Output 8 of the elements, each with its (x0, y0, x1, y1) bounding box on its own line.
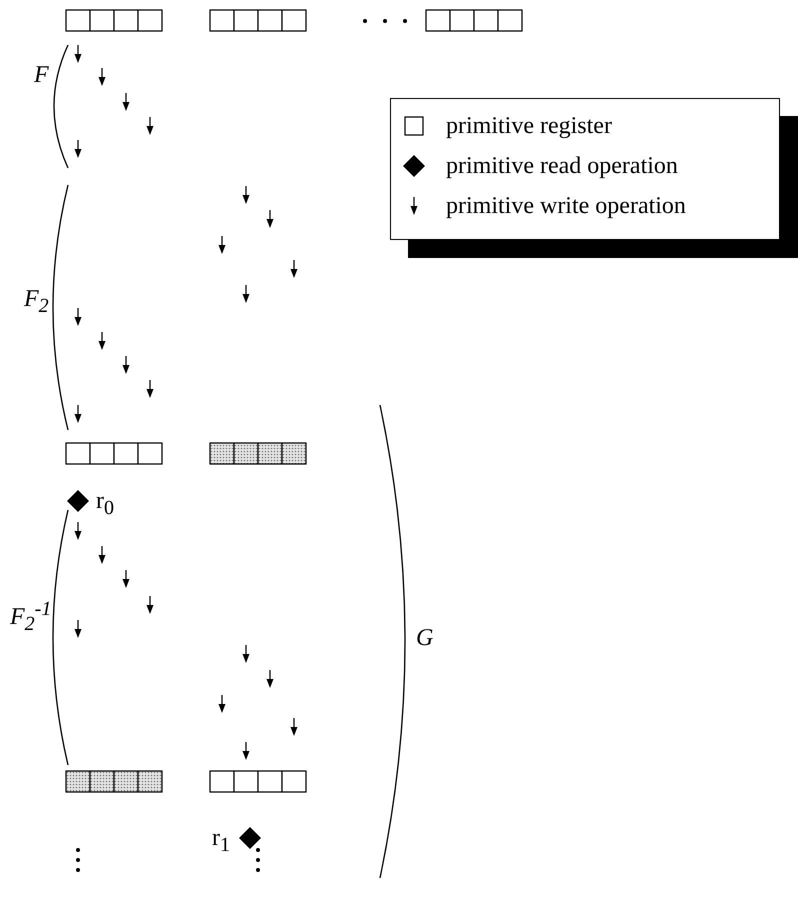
legend-text: primitive register (446, 113, 612, 139)
legend-text: primitive read operation (446, 153, 678, 179)
read-label: r$_{1}$ (212, 825, 230, 858)
bracket-label: G (416, 625, 434, 651)
bracket-label: F (34, 62, 49, 88)
bracket-label: F$_{2}$ (24, 286, 49, 319)
legend-text: primitive write operation (446, 193, 686, 219)
read-label: r$_{0}$ (96, 488, 114, 521)
